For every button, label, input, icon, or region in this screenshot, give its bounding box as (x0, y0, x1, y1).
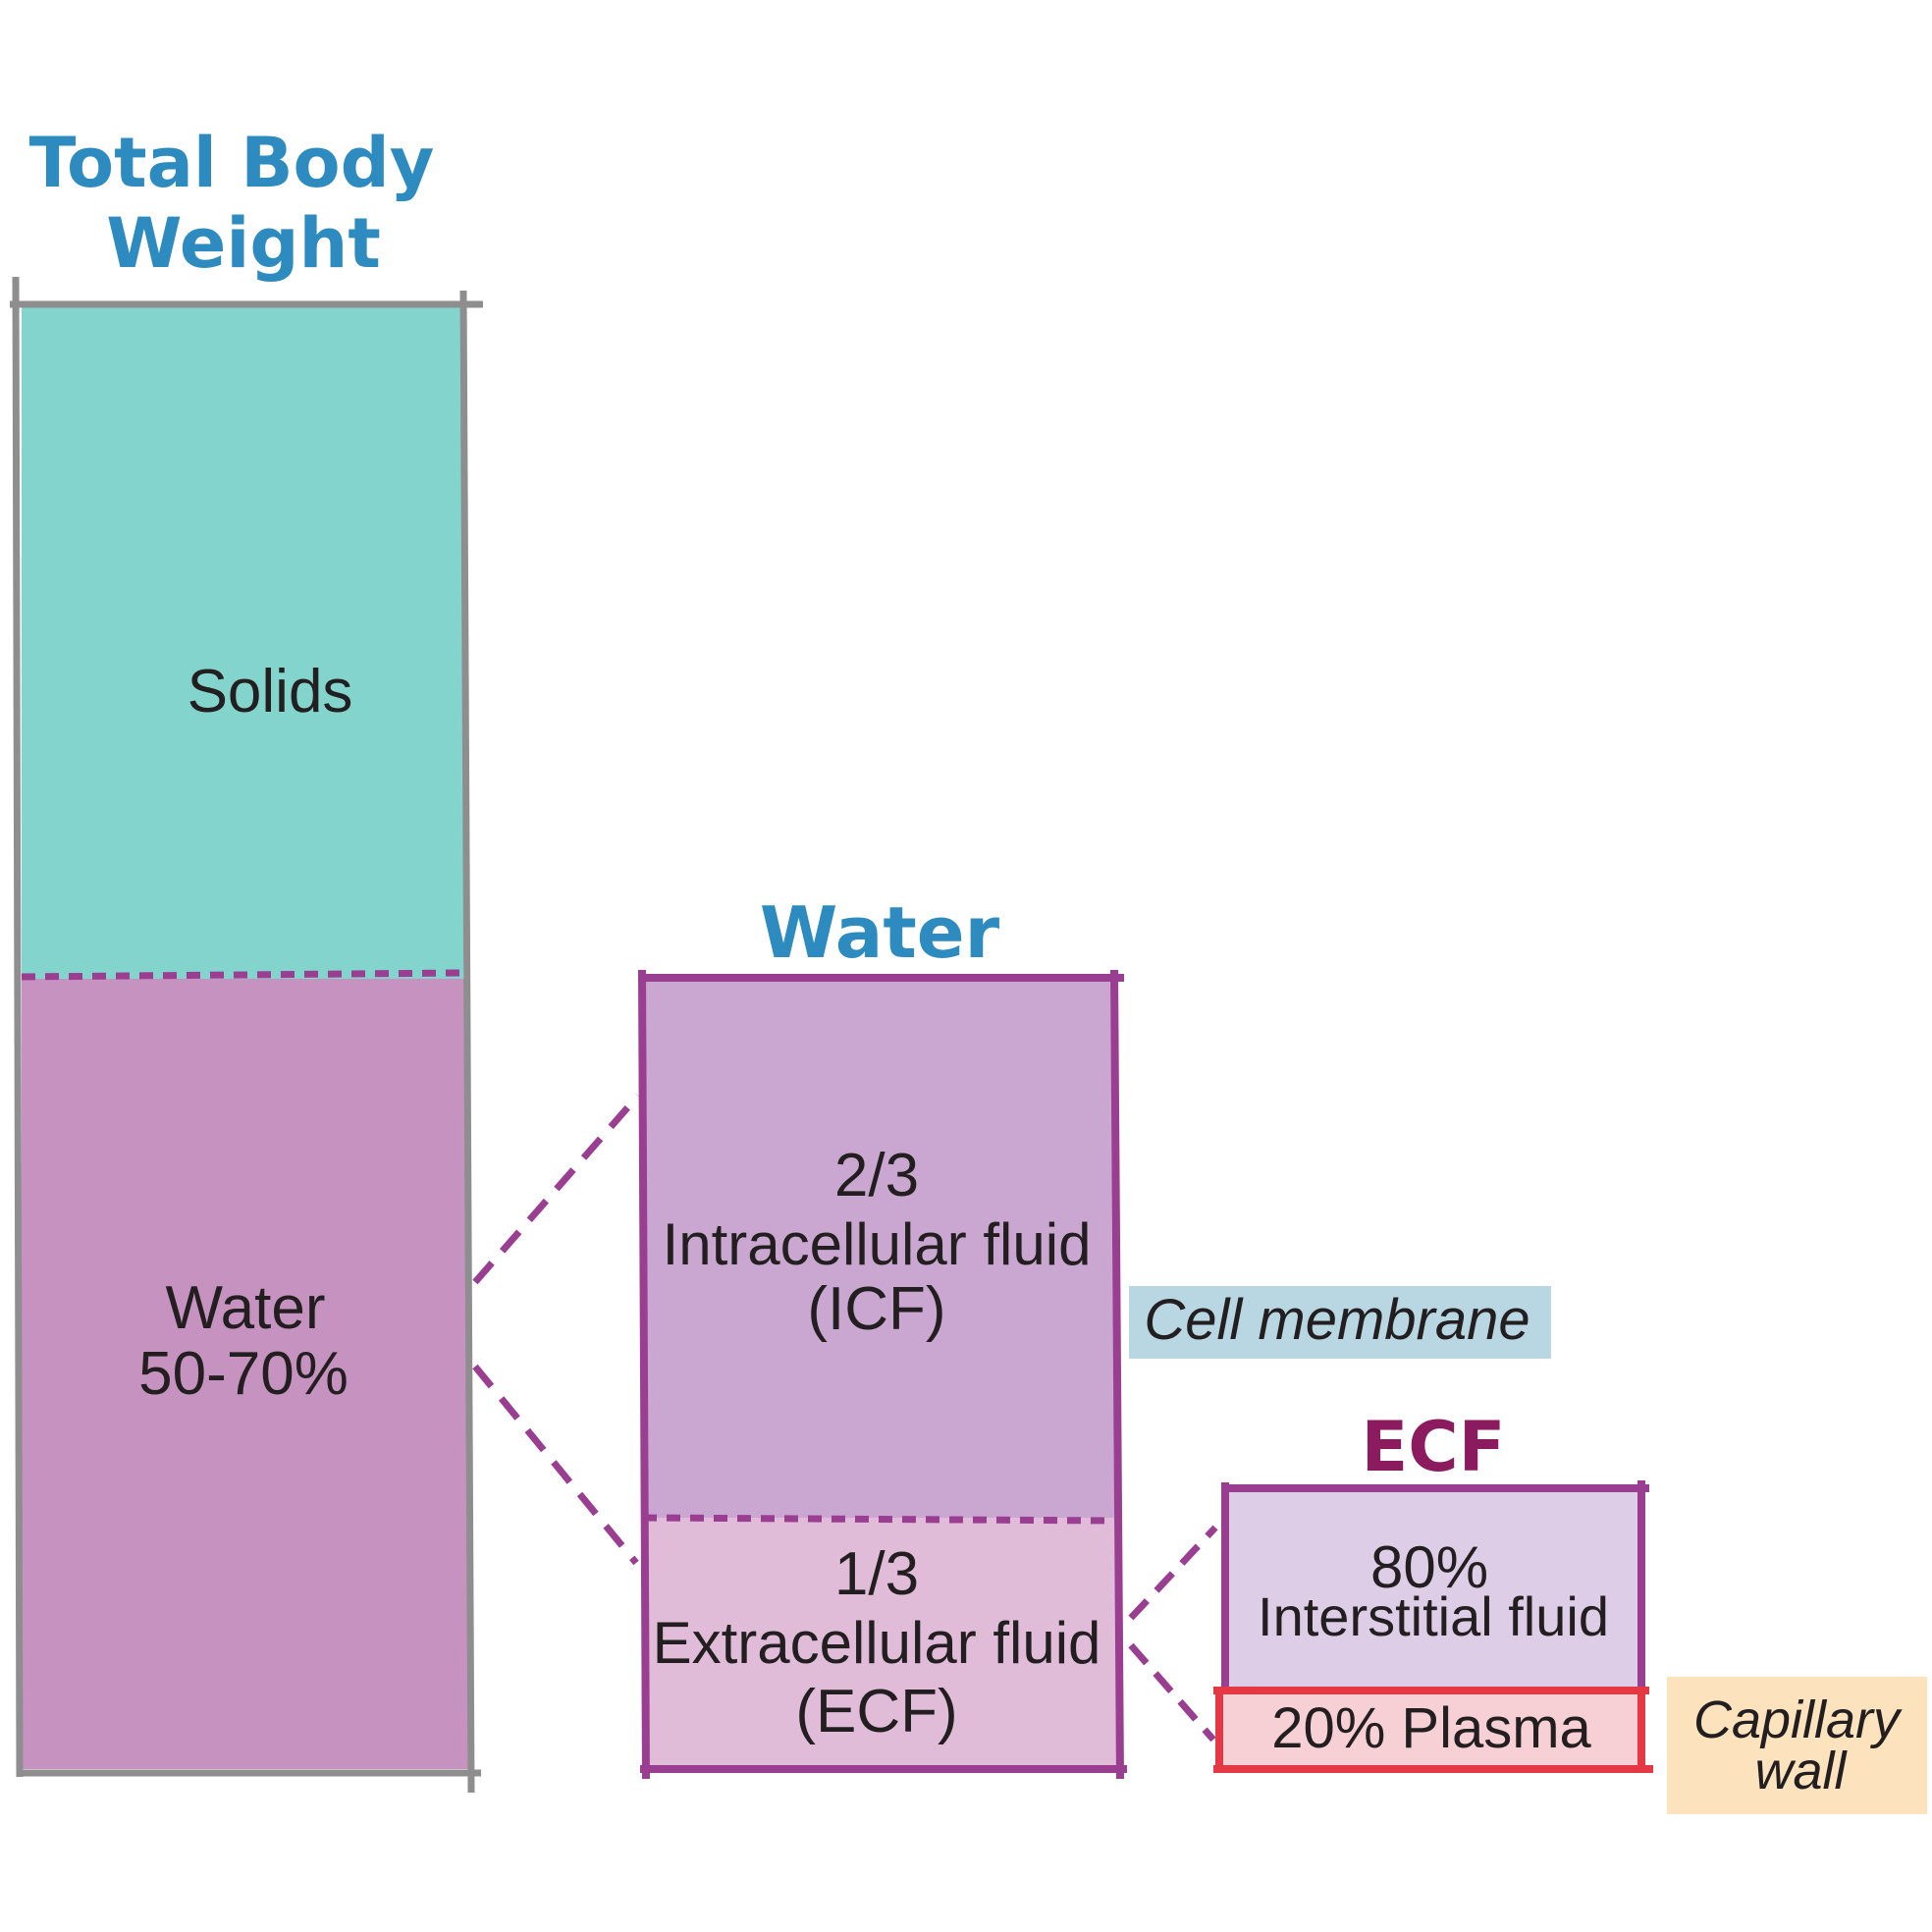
plasma-region (1220, 1690, 1641, 1769)
capillary-wall-label: Capillary (1693, 1690, 1903, 1749)
solids-label: Solids (188, 658, 353, 725)
icf-label: Intracellular fluid (663, 1211, 1092, 1277)
ecf-region (643, 1518, 1118, 1767)
column-left-border (12, 276, 24, 1778)
plasma-label: 20% Plasma (1271, 1696, 1591, 1760)
ecf-fraction: 1/3 (834, 1540, 919, 1608)
connector-water-lower (472, 1364, 639, 1566)
body-water-label: Water (165, 1274, 325, 1342)
capillary-wall-tag (1667, 1677, 1927, 1814)
column-right-border (459, 290, 475, 1794)
solids-region (22, 307, 463, 979)
body-water-region (22, 979, 468, 1769)
ecf-label: Extracellular fluid (653, 1610, 1101, 1676)
ecf-abbrev: (ECF) (795, 1678, 957, 1745)
total-body-weight-heading: Total Body (29, 123, 435, 203)
cell-membrane-label: Cell membrane (1144, 1288, 1530, 1352)
icf-abbrev: (ICF) (807, 1275, 945, 1343)
water-box-left-border (638, 969, 650, 1780)
icf-fraction: 2/3 (834, 1142, 919, 1209)
connector-ecf-upper (1128, 1525, 1218, 1621)
total-body-weight-heading-line2: Weight (106, 203, 381, 284)
interstitial-label: Interstitial fluid (1258, 1585, 1609, 1647)
icf-ecf-divider (642, 1514, 1115, 1525)
interstitial-percent: 80% (1370, 1534, 1488, 1600)
solids-water-divider (21, 969, 462, 981)
body-water-percent: 50-70% (138, 1340, 349, 1408)
interstitial-region (1225, 1489, 1641, 1689)
water-box-right-border (1110, 969, 1124, 1780)
ecf-heading: ECF (1361, 1407, 1505, 1487)
icf-region (643, 980, 1114, 1518)
capillary-wall-label-line2: wall (1754, 1742, 1848, 1800)
cell-membrane-tag (1129, 1286, 1551, 1359)
water-heading: Water (760, 891, 1000, 974)
connector-water-upper (472, 1093, 641, 1285)
connector-ecf-lower (1128, 1642, 1216, 1743)
